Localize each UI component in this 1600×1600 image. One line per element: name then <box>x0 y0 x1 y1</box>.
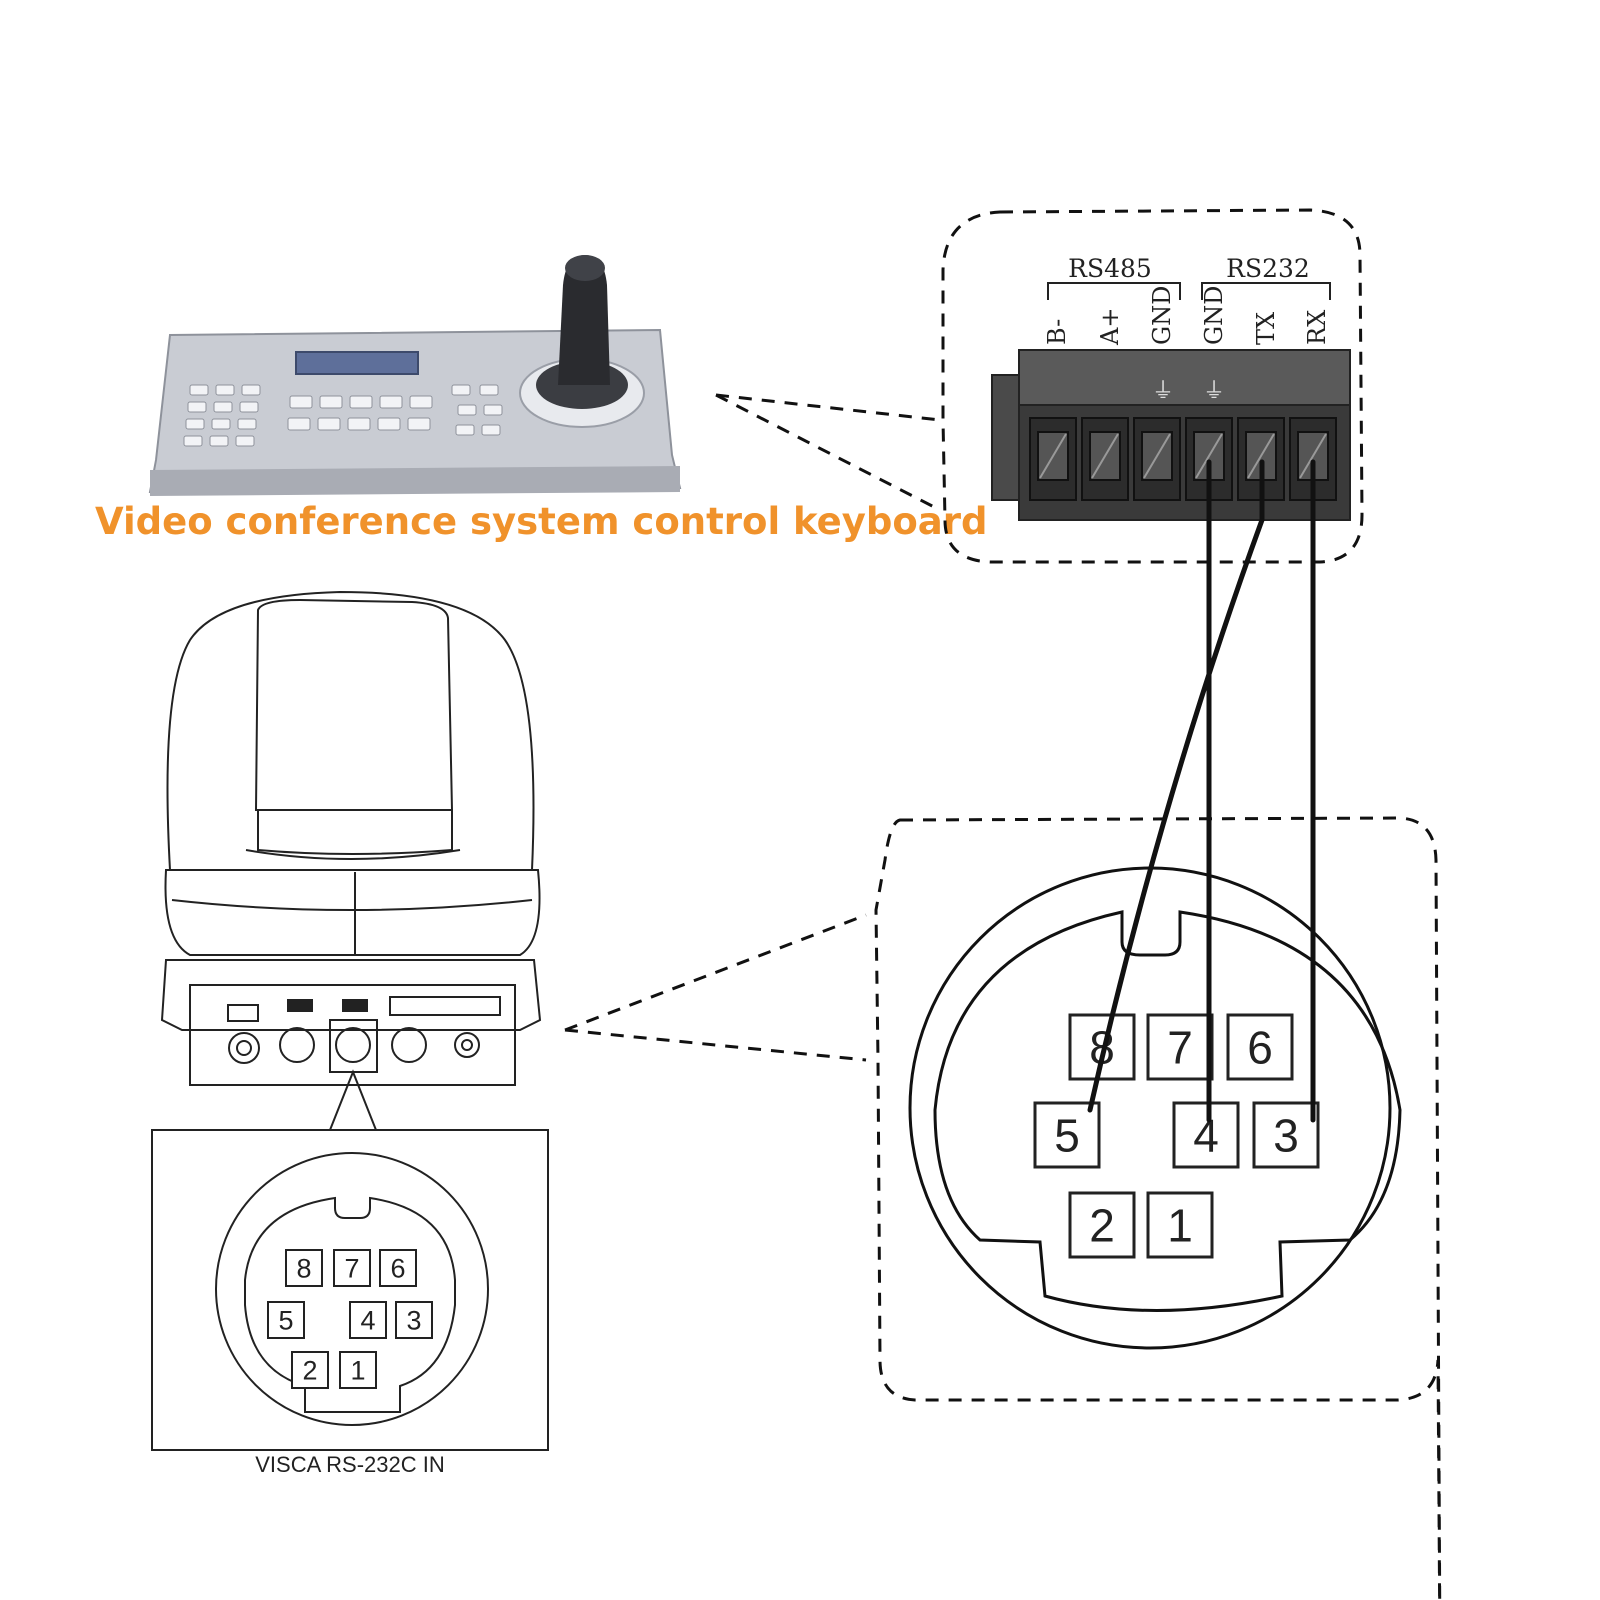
pin-8: 8 <box>285 1249 323 1287</box>
pin-label-1: 1 <box>350 1355 365 1385</box>
terminal-label-tx: TX <box>1252 312 1280 345</box>
pin-label-6: 6 <box>390 1253 405 1283</box>
pin-6: 6 <box>1226 1013 1294 1081</box>
pin-2: 2 <box>291 1351 329 1389</box>
rs232-bracket <box>1201 282 1331 300</box>
terminal-label-rs232-gnd: GND <box>1200 286 1228 345</box>
camera-port-label: VISCA RS-232C IN <box>255 1452 445 1477</box>
terminal-screw <box>1185 417 1233 501</box>
rs232-label: RS232 <box>1226 254 1310 283</box>
ground-symbol-icon: ⏚ <box>1152 379 1174 404</box>
pin-label-7: 7 <box>344 1253 359 1283</box>
terminal-block: ⏚ ⏚ <box>991 349 1351 521</box>
control-keyboard-illustration <box>148 255 682 496</box>
pin-label-7: 7 <box>1167 1022 1193 1074</box>
terminal-callout-bubble <box>941 208 1364 564</box>
pin-5: 5 <box>267 1301 305 1339</box>
pin-label-2: 2 <box>1089 1200 1115 1252</box>
pin-5: 5 <box>1033 1101 1101 1169</box>
pin-label-5: 5 <box>1054 1110 1080 1162</box>
terminal-screw <box>1081 417 1129 501</box>
ptz-camera-illustration <box>160 590 542 1086</box>
pin-label-3: 3 <box>406 1305 421 1335</box>
terminal-screw <box>1289 417 1337 501</box>
connector-callout-bubble <box>874 816 1442 1600</box>
pin-1: 1 <box>1146 1191 1214 1259</box>
pin-6: 6 <box>379 1249 417 1287</box>
rs485-bracket <box>1047 282 1181 300</box>
pin-label-4: 4 <box>1193 1110 1219 1162</box>
pin-4: 4 <box>1172 1101 1240 1169</box>
pin-label-3: 3 <box>1273 1110 1299 1162</box>
keyboard-caption: Video conference system control keyboard <box>95 500 987 543</box>
terminal-screw <box>1133 417 1181 501</box>
pin-label-2: 2 <box>302 1355 317 1385</box>
small-mini-din-connector <box>215 1152 489 1426</box>
terminal-label-b-minus: B- <box>1043 319 1071 345</box>
keyboard-callout-lines <box>715 393 941 512</box>
terminal-label-rx: RX <box>1303 310 1331 345</box>
pin-1: 1 <box>339 1351 377 1389</box>
wire-tx-to-pin5 <box>1087 459 1265 1113</box>
pin-4: 4 <box>349 1301 387 1339</box>
ground-symbol-icon: ⏚ <box>1203 379 1225 404</box>
rs485-label: RS485 <box>1068 254 1152 283</box>
connector-callout-lines <box>564 913 867 1062</box>
pin-label-4: 4 <box>360 1305 375 1335</box>
port-zoom-lines <box>151 1069 549 1451</box>
terminal-screw <box>1029 417 1077 501</box>
pin-label-6: 6 <box>1247 1022 1273 1074</box>
small-pin-grid: 8 7 6 5 4 3 2 1 <box>267 1249 433 1389</box>
pin-7: 7 <box>1146 1013 1214 1081</box>
pin-7: 7 <box>333 1249 371 1287</box>
pin-label-5: 5 <box>278 1305 293 1335</box>
large-mini-din-connector <box>908 866 1402 1350</box>
pin-2: 2 <box>1068 1191 1136 1259</box>
terminal-label-rs485-gnd: GND <box>1148 286 1176 345</box>
pin-3: 3 <box>395 1301 433 1339</box>
wires <box>1087 459 1316 1123</box>
terminal-label-a-plus: A+ <box>1096 308 1124 346</box>
pin-8: 8 <box>1068 1013 1136 1081</box>
pin-label-8: 8 <box>296 1253 311 1283</box>
pin-label-1: 1 <box>1167 1200 1193 1252</box>
pin-3: 3 <box>1252 1101 1320 1169</box>
